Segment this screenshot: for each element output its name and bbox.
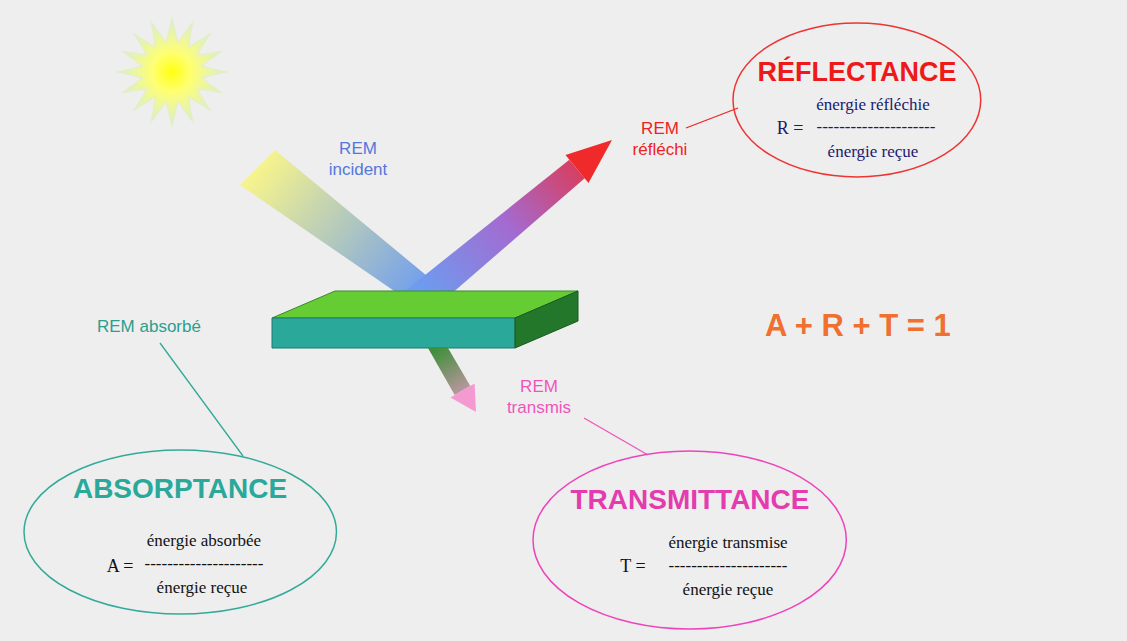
formula-denominator: énergie reçue: [828, 142, 919, 162]
leader-line: [584, 418, 648, 455]
formula-denominator: énergie reçue: [157, 578, 248, 598]
formula-numerator: énergie absorbée: [147, 531, 261, 551]
ellipse-shape: [733, 23, 981, 177]
sun-icon: [117, 17, 227, 127]
ellipse-title: ABSORPTANCE: [73, 473, 287, 505]
leader-line: [686, 108, 738, 128]
leader-line: [160, 343, 243, 456]
reflected-arrowhead: [566, 140, 613, 183]
ellipse-title: RÉFLECTANCE: [757, 57, 956, 88]
beam-label: REM réfléchi: [622, 118, 698, 161]
formula-symbol: T =: [620, 556, 645, 577]
equation-label: A + R + T = 1: [765, 307, 951, 346]
slab-front: [272, 318, 515, 348]
beam-label: REM transmis: [500, 376, 578, 419]
transmitted-arrowhead: [450, 383, 476, 412]
slab-side: [515, 291, 578, 348]
transmitted-beam: [428, 348, 470, 395]
reflectance-ellipse: RÉFLECTANCE R = énergie réfléchie---------…: [732, 22, 982, 178]
formula-symbol: R =: [777, 118, 804, 139]
ellipse-shape: [533, 451, 846, 629]
transmittance-ellipse: TRANSMITTANCE T = énergie transmise -------…: [532, 450, 847, 630]
formula-numerator: énergie transmise: [668, 533, 787, 553]
formula-denominator: énergie reçue: [683, 580, 774, 600]
fraction-bar: ---------------------: [145, 554, 264, 574]
fraction-bar: ---------------------: [669, 556, 788, 576]
absorptance-ellipse: ABSORPTANCE A = énergie absorbée ----------…: [23, 449, 337, 615]
formula-symbol: A =: [107, 556, 134, 577]
ellipse-title: TRANSMITTANCE: [570, 484, 809, 516]
fraction-bar: ---------------------: [817, 117, 936, 137]
reflected-beam: [400, 160, 585, 295]
beam-label: REM absorbé: [97, 316, 201, 337]
beam-label: REM incident: [322, 138, 394, 181]
ellipse-shape: [24, 450, 336, 614]
formula-numerator: énergie réfléchie: [816, 95, 929, 115]
